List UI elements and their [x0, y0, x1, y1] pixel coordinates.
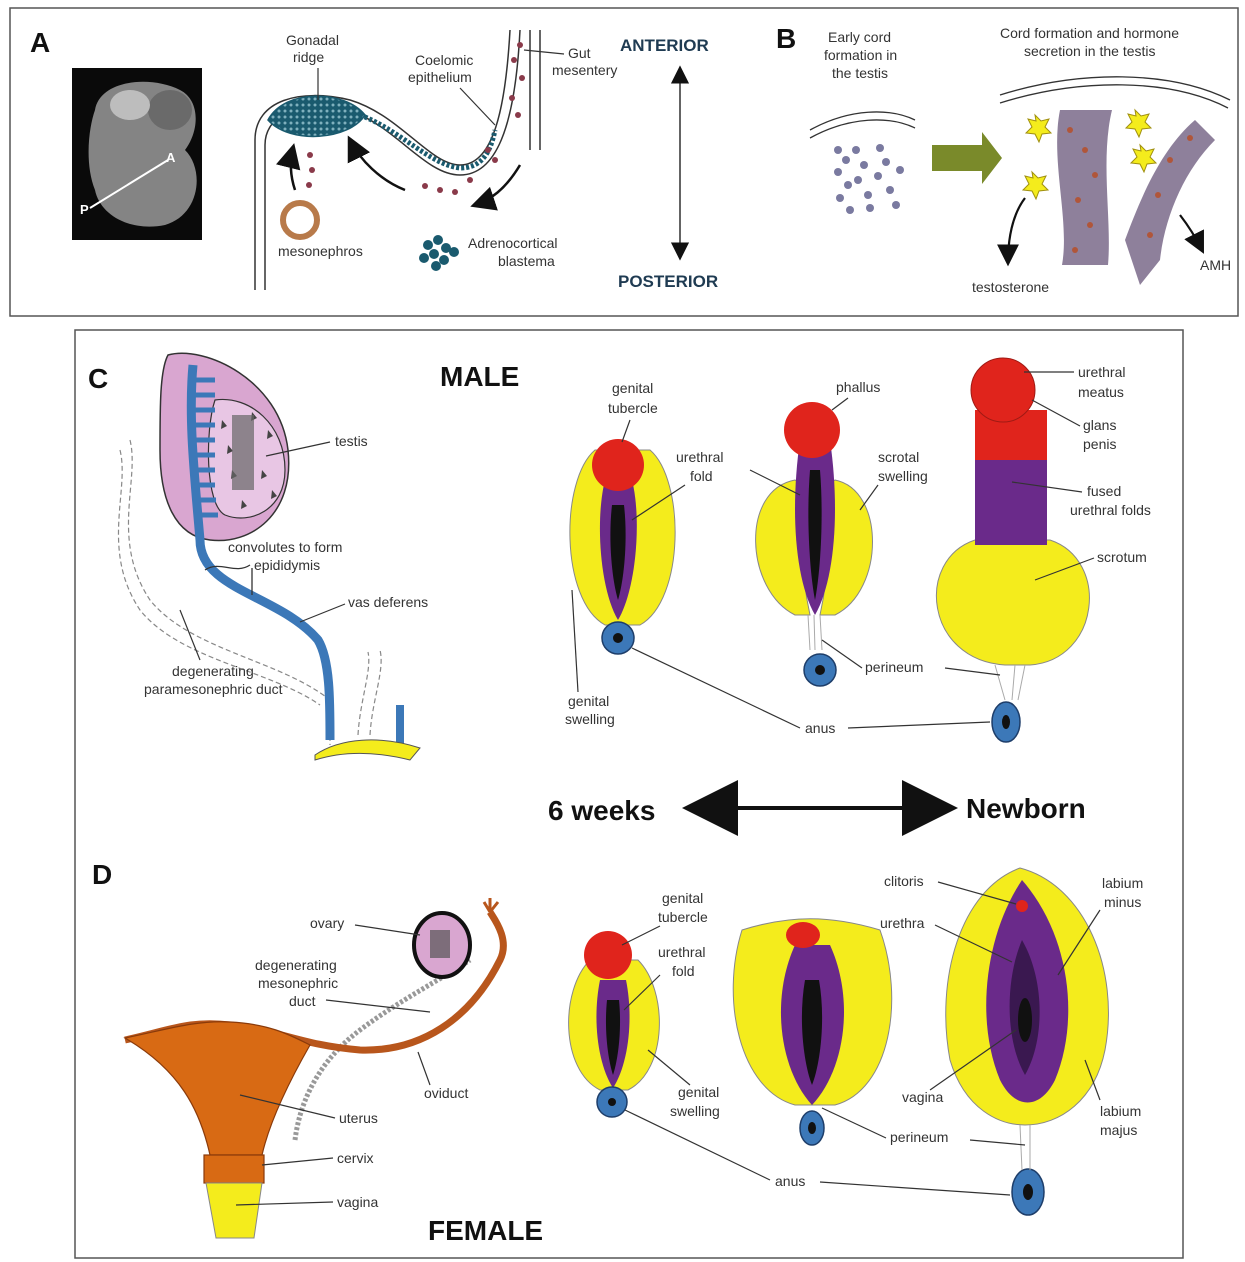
label-labium-majus-2: majus — [1100, 1122, 1137, 1138]
panel-d-letter: D — [92, 859, 112, 890]
label-scrotum: scrotum — [1097, 549, 1147, 565]
label-adrenocortical-1: Adrenocortical — [468, 235, 558, 251]
label-glans-penis-2: penis — [1083, 436, 1116, 452]
progression-arrow — [932, 132, 1002, 184]
female-stage-middle — [733, 919, 891, 1145]
label-mesonephric-2: mesonephric — [258, 975, 338, 991]
label-male-genital-tubercle-2: tubercle — [608, 400, 658, 416]
label-female-genital-swelling-1: genital — [678, 1084, 719, 1100]
timeline-start: 6 weeks — [548, 795, 655, 826]
cord-formation-drawing — [1000, 77, 1230, 285]
panel-b-letter: B — [776, 23, 796, 54]
label-clitoris: clitoris — [884, 873, 924, 889]
uterus-shape — [125, 1022, 310, 1155]
label-female-urethral-fold-2: fold — [672, 963, 695, 979]
label-amh: AMH — [1200, 257, 1231, 273]
label-early-cord-2: formation in — [824, 47, 897, 63]
label-cord-formation-2: secretion in the testis — [1024, 43, 1156, 59]
label-testis: testis — [335, 433, 368, 449]
female-title: FEMALE — [428, 1215, 543, 1246]
label-scrotal-swelling-1: scrotal — [878, 449, 919, 465]
label-female-urethral-fold-1: urethral — [658, 944, 705, 960]
female-internal-drawing — [125, 898, 503, 1238]
label-male-anus: anus — [805, 720, 835, 736]
early-cord-drawing — [810, 112, 915, 214]
label-mesonephric-3: duct — [289, 993, 316, 1009]
embryo-point-p: P — [80, 202, 89, 217]
label-scrotal-swelling-2: swelling — [878, 468, 928, 484]
embryo-photo: A P — [72, 68, 202, 240]
label-urethral-meatus-1: urethral — [1078, 364, 1125, 380]
label-labium-minus-1: labium — [1102, 875, 1143, 891]
label-female-perineum: perineum — [890, 1129, 948, 1145]
label-fused-folds-1: fused — [1087, 483, 1121, 499]
label-testosterone: testosterone — [972, 279, 1049, 295]
label-cord-formation-1: Cord formation and hormone — [1000, 25, 1179, 41]
label-vagina: vagina — [902, 1089, 943, 1105]
label-uterus: uterus — [339, 1110, 378, 1126]
label-urethral-meatus-2: meatus — [1078, 384, 1124, 400]
label-labium-minus-2: minus — [1104, 894, 1141, 910]
label-mesonephros: mesonephros — [278, 243, 363, 259]
label-gonadal-ridge-2: ridge — [293, 49, 324, 65]
label-gut-2: mesentery — [552, 62, 617, 78]
female-stage-6-weeks — [569, 931, 660, 1117]
label-male-urethral-fold-2: fold — [690, 468, 713, 484]
label-urethra: urethra — [880, 915, 925, 931]
label-male-genital-tubercle-1: genital — [612, 380, 653, 396]
gonadal-ridge-shape — [268, 96, 365, 136]
label-female-genital-swelling-2: swelling — [670, 1103, 720, 1119]
label-labium-majus-1: labium — [1100, 1103, 1141, 1119]
label-vas-deferens: vas deferens — [348, 594, 428, 610]
label-male-urethral-fold-1: urethral — [676, 449, 723, 465]
female-stage-newborn — [946, 868, 1109, 1215]
label-convolutes-2: epididymis — [254, 557, 320, 573]
label-male-genital-swelling-2: swelling — [565, 711, 615, 727]
embryo-point-a: A — [166, 150, 176, 165]
label-phallus: phallus — [836, 379, 880, 395]
male-stage-newborn — [936, 358, 1089, 742]
panel-c-letter: C — [88, 363, 108, 394]
label-coelomic-2: epithelium — [408, 69, 472, 85]
label-oviduct: oviduct — [424, 1085, 468, 1101]
label-glans-penis-1: glans — [1083, 417, 1116, 433]
label-anterior: ANTERIOR — [620, 36, 709, 55]
label-female-genital-tubercle-2: tubercle — [658, 909, 708, 925]
label-male-genital-swelling-1: genital — [568, 693, 609, 709]
male-stage-6-weeks — [570, 439, 675, 654]
label-mesonephric-1: degenerating — [255, 957, 337, 973]
label-vagina-internal: vagina — [337, 1194, 378, 1210]
label-early-cord-3: the testis — [832, 65, 888, 81]
mesonephros-ring — [283, 203, 317, 237]
label-gonadal-ridge-1: Gonadal — [286, 32, 339, 48]
label-cervix: cervix — [337, 1150, 374, 1166]
label-adrenocortical-2: blastema — [498, 253, 555, 269]
adrenocortical-blastema-cluster — [419, 235, 459, 271]
label-male-perineum: perineum — [865, 659, 923, 675]
label-fused-folds-2: urethral folds — [1070, 502, 1151, 518]
panel-a-letter: A — [30, 27, 50, 58]
label-posterior: POSTERIOR — [618, 272, 718, 291]
label-coelomic-1: Coelomic — [415, 52, 473, 68]
label-gut-1: Gut — [568, 45, 591, 61]
male-title: MALE — [440, 361, 519, 392]
label-female-anus: anus — [775, 1173, 805, 1189]
label-paramesonephric-1: degenerating — [172, 663, 254, 679]
label-paramesonephric-2: paramesonephric duct — [144, 681, 283, 697]
male-stage-middle — [756, 402, 873, 686]
timeline-end: Newborn — [966, 793, 1086, 824]
label-female-genital-tubercle-1: genital — [662, 890, 703, 906]
label-early-cord-1: Early cord — [828, 29, 891, 45]
label-ovary: ovary — [310, 915, 344, 931]
label-convolutes-1: convolutes to form — [228, 539, 342, 555]
